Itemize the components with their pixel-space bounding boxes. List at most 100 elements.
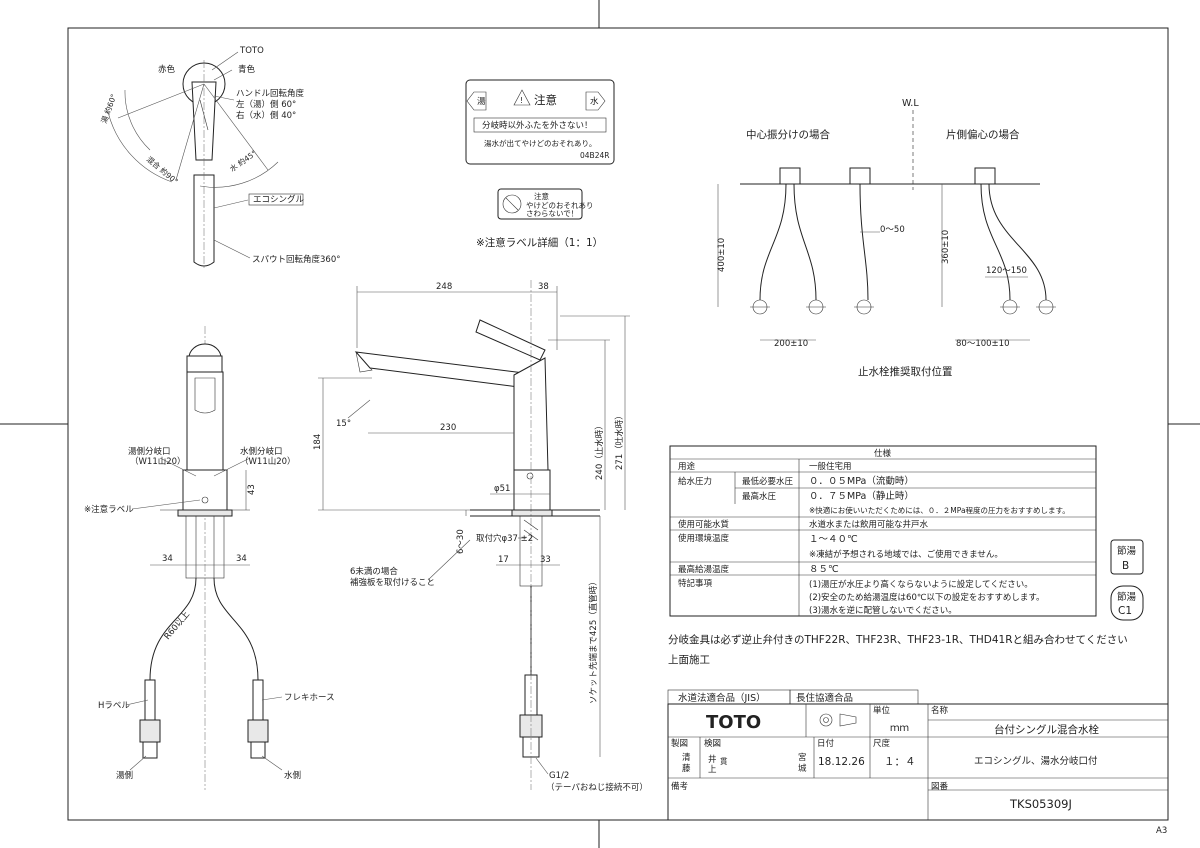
dim-43: 43 [247,484,257,495]
side-view: 248 38 184 15° 230 240（止水時） 271（吐水時） φ51… [313,280,648,793]
dim-6-30: 6～30 [456,529,466,554]
dim-0-50: 0～50 [880,225,905,235]
spec-row-2-sub: 最高水圧 [742,491,777,502]
flex-hose-label: フレキホース [284,693,335,703]
dim-200: 200±10 [774,339,808,349]
subtitle: エコシングル、湯水分岐口付 [974,755,1098,767]
dim-240: 240（止水時） [594,421,605,480]
spec-table: 仕様 用途 一般住宅用 給水圧力 最低必要水圧 ０．０５MPa（流動時） 最高水… [669,445,1097,617]
projection-symbol-icon [819,713,857,727]
dim-51: φ51 [494,484,510,494]
spec-row-0-value: 一般住宅用 [809,461,852,472]
eco-single-label: エコシングル [253,194,305,205]
svg-text:!: ! [520,96,523,105]
plate-note-1: 6未満の場合 [350,566,398,577]
spec-row-4-label: 使用可能水質 [678,519,730,530]
note-line-2: 上面施工 [668,653,710,666]
drawn-by-2: 藤 [682,763,691,774]
product-name: 台付シングル混合水栓 [994,723,1099,736]
caution-title: 注意 [534,93,557,107]
cold-side-label: 水側 [284,770,301,781]
spout-rotation-label: スパウト回転角度360° [252,254,340,265]
small-caution-line2: さわらないで！ [526,209,578,218]
spec-row-7-value: ８５℃ [809,564,839,575]
remarks-label: 備考 [671,781,688,792]
handle-rotation-label: ハンドル回転角度 [236,88,305,99]
thread-note: （テーパおねじ接続不可） [546,782,648,793]
date-value: 18.12.26 [818,756,865,768]
dim-271: 271（吐水時） [614,411,625,470]
left-hot-angle: 左（湯）側 60° [236,99,296,110]
no-touch-icon [502,194,522,214]
approve-1: 宮 [798,752,807,763]
right-cold-angle: 右（水）側 40° [236,110,296,121]
spec-row-8-label: 特記事項 [678,578,713,589]
front-view: 湯側分岐口 （W11山20） 水側分岐口 （W11山20） ※注意ラベル 43 … [84,326,335,790]
sheet-size-label: A3 [1156,826,1167,836]
caution-note: 湯水が出てやけどのおそれあり。 [484,138,596,148]
h-label: Hラベル [98,701,130,711]
hot-mix-label: 混合 約90° [145,154,181,186]
spec-row-1-value: ０．０５MPa（流動時） [809,475,914,487]
spec-row-5-label: 使用環境温度 [678,533,730,544]
dim-34-left: 34 [162,554,173,564]
dim-15-deg: 15° [336,419,351,429]
badge-c1-bottom: C1 [1118,605,1132,617]
plate-note-2: 補強板を取付けること [350,577,435,588]
spec-row-5-value: １～４０℃ [809,534,858,545]
valve-position-diagrams: W.L 中心振分けの場合 片側偏心の場合 400±10 200±10 0～50 … [717,98,1056,378]
hot-branch-spec: （W11山20） [130,456,186,467]
dim-230: 230 [440,423,456,433]
check-sub: 貫 [720,757,728,766]
brand-mark-top: TOTO [239,46,264,56]
thread-label: G1/2 [549,771,569,781]
scale-value: １：４ [884,756,916,768]
dim-248: 248 [436,282,452,292]
dim-184: 184 [313,434,323,450]
approve-2: 城 [798,764,807,774]
mounting-hole-label: 取付穴φ37 ±2 [476,533,533,544]
caution-label-ref: ※注意ラベル [84,504,134,515]
center-case-label: 中心振分けの場合 [746,128,830,141]
badge-b-bottom: B [1122,560,1129,572]
caution-hot-arrow: 湯 [477,96,486,107]
spec-row-0-label: 用途 [678,461,696,472]
check-by-1: 井 [708,754,717,765]
small-caution-line1: やけどのおそれあり [526,201,594,210]
check-label: 検図 [704,738,721,749]
drawn-label: 製図 [671,738,688,749]
socket-dim: ソケット先端まで425（直管時） [588,577,599,704]
dim-400: 400±10 [717,238,727,272]
caution-code: 04B24R [580,151,609,160]
spec-row-2-value: ０．７５MPa（静止時） [809,490,914,502]
spec-row-3-value: ※快適にお使いいただくためには、０．２MPa程度の圧力をおすすめします。 [809,505,1070,515]
small-caution-title: 注意 [534,191,549,201]
toto-logo: TOTO [706,712,761,733]
dim-360: 360±10 [941,230,951,264]
hot-branch-label: 湯側分岐口 [128,446,171,457]
spec-row-8-value: (1)湯圧が水圧より高くならないように設定してください。 [809,579,1033,590]
unit-value: ｍｍ [890,723,909,734]
dim-120-150: 120～150 [986,266,1027,276]
cold-angle-label: 水 約45° [227,148,258,174]
valve-caption: 止水栓推奨取付位置 [858,365,953,378]
spec-row-9-value: (2)安全のため給湯温度は60℃以下の設定をおすすめします。 [809,592,1045,603]
unit-label: 単位 [873,705,891,716]
note-line-1: 分岐金具は必ず逆止弁付きのTHF22R、THF23R、THF23-1R、THD4… [668,633,1128,646]
dim-17: 17 [498,555,509,565]
caution-label: 湯 ! 注意 水 分岐時以外ふたを外さない！ 湯水が出てやけどのおそれあり。 0… [465,79,615,249]
bend-radius-label: R60以上 [163,609,193,642]
dim-80-100: 80～100±10 [956,339,1009,349]
hot-angle-label: 湯 約60° [98,92,118,124]
dim-38: 38 [538,282,549,292]
notes: 分岐金具は必ず逆止弁付きのTHF22R、THF23R、THF23-1R、THD4… [668,633,1128,666]
check-by-2: 上 [708,765,717,775]
title-block: 水道法適合品（JIS） 長住協適合品 TOTO 単位 ｍｍ 名称 台付シングル混… [667,689,1169,821]
spec-row-7-label: 最高給湯温度 [678,564,730,575]
badge-b-top: 節湯 [1117,545,1137,557]
spec-row-1-sub: 最低必要水圧 [742,476,794,487]
top-view: TOTO 赤色 青色 ハンドル回転角度 左（湯）側 60° 右（水）側 40° … [98,46,340,270]
red-label: 赤色 [158,64,176,75]
